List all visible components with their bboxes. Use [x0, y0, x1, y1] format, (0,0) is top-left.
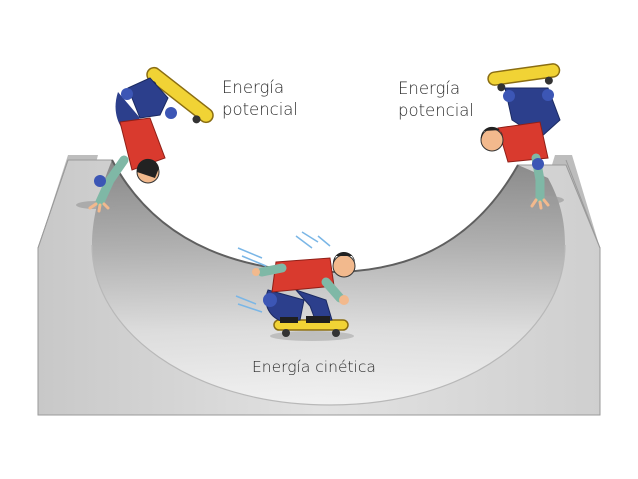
label-potential-left-line2: potencial [222, 100, 298, 119]
label-potential-right: Energía potencial [398, 78, 474, 122]
label-potential-right-line2: potencial [398, 101, 474, 120]
skater-left-figure [88, 66, 214, 213]
label-kinetic: Energía cinética [252, 358, 376, 376]
label-potential-left-line1: Energía [222, 78, 285, 97]
skater-center-figure [235, 231, 356, 337]
label-potential-right-line1: Energía [398, 79, 461, 98]
label-potential-left: Energía potencial [222, 77, 298, 121]
skater-right-figure [480, 63, 561, 210]
